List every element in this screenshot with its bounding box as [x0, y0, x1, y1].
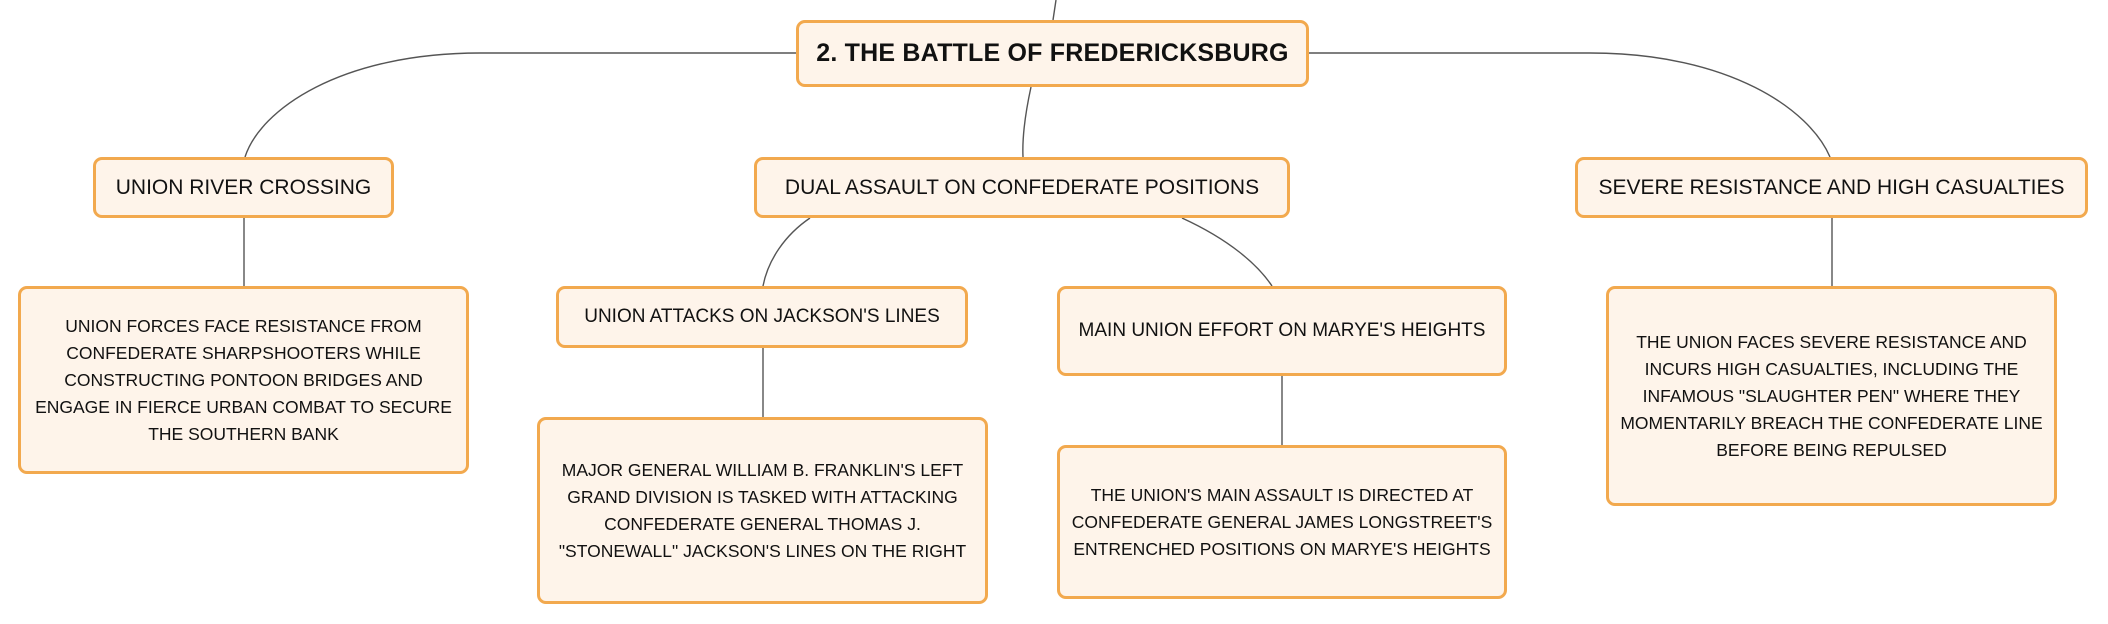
detail-jacksons-lines[interactable]: MAJOR GENERAL WILLIAM B. FRANKLIN'S LEFT…: [537, 417, 988, 604]
topic-label: SEVERE RESISTANCE AND HIGH CASUALTIES: [1598, 175, 2065, 199]
connector-root-to-union-river-crossing: [244, 52, 796, 158]
connector-dual-assault-to-jackson: [762, 217, 811, 287]
topic-label: UNION RIVER CROSSING: [115, 175, 372, 199]
detail-text: THE UNION FACES SEVERE RESISTANCE AND IN…: [1620, 331, 2043, 460]
detail-union-river-crossing[interactable]: UNION FORCES FACE RESISTANCE FROM CONFED…: [18, 286, 469, 474]
connector-root-to-dual-assault: [1022, 86, 1032, 158]
detail-text: MAJOR GENERAL WILLIAM B. FRANKLIN'S LEFT…: [558, 459, 967, 561]
topic-dual-assault[interactable]: DUAL ASSAULT ON CONFEDERATE POSITIONS: [754, 157, 1290, 218]
connector-top-to-root: [1052, 0, 1057, 21]
subtopic-maryes-heights[interactable]: MAIN UNION EFFORT ON MARYE'S HEIGHTS: [1057, 286, 1507, 376]
detail-maryes-heights[interactable]: THE UNION'S MAIN ASSAULT IS DIRECTED AT …: [1057, 445, 1507, 599]
subtopic-label: MAIN UNION EFFORT ON MARYE'S HEIGHTS: [1078, 320, 1486, 341]
root-topic-node[interactable]: 2. THE BATTLE OF FREDERICKSBURG: [796, 20, 1309, 87]
detail-text: UNION FORCES FACE RESISTANCE FROM CONFED…: [35, 315, 452, 444]
topic-union-river-crossing[interactable]: UNION RIVER CROSSING: [93, 157, 394, 218]
connector-dual-assault-to-maryes: [1181, 217, 1273, 287]
topic-label: DUAL ASSAULT ON CONFEDERATE POSITIONS: [784, 175, 1260, 199]
detail-text: THE UNION'S MAIN ASSAULT IS DIRECTED AT …: [1071, 484, 1493, 559]
subtopic-jacksons-lines[interactable]: UNION ATTACKS ON JACKSON'S LINES: [556, 286, 968, 348]
connector-root-to-severe-resistance: [1309, 52, 1831, 158]
subtopic-label: UNION ATTACKS ON JACKSON'S LINES: [584, 306, 940, 327]
detail-severe-resistance[interactable]: THE UNION FACES SEVERE RESISTANCE AND IN…: [1606, 286, 2057, 506]
root-topic-label: 2. THE BATTLE OF FREDERICKSBURG: [816, 39, 1289, 67]
topic-severe-resistance[interactable]: SEVERE RESISTANCE AND HIGH CASUALTIES: [1575, 157, 2088, 218]
